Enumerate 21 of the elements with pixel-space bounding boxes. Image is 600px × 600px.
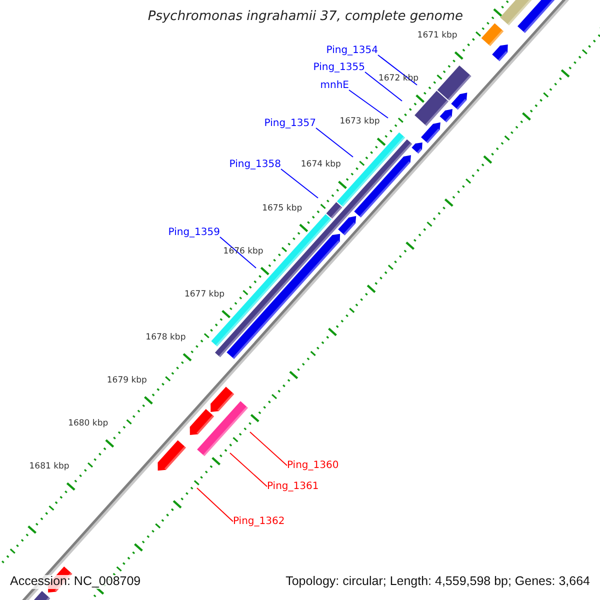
leader-line: [230, 452, 268, 487]
scale-label: 1674 kbp: [300, 160, 341, 170]
map-title: Psychromonas ingrahamii 37, complete genome: [148, 10, 463, 24]
footer-text: Accession: NC_008709: [8, 575, 143, 589]
scale-label: 1675 kbp: [262, 204, 302, 214]
leader-line: [196, 488, 234, 522]
footer-text: Topology: circular; Length: 4,559,598 bp; Genes: 3,664: [286, 575, 590, 589]
leader-line: [364, 72, 402, 102]
leader-line: [378, 54, 418, 86]
leader-line: [348, 90, 388, 118]
scale-label: 1680 kbp: [68, 419, 108, 429]
scale-label: 1673 kbp: [340, 118, 380, 128]
scale-label: 1677 kbp: [184, 290, 225, 300]
leader-line: [250, 432, 288, 466]
leader-line: [280, 168, 318, 198]
scale-label: 1671 kbp: [417, 32, 458, 41]
gene-label: mnhE: [320, 80, 349, 91]
scale-label: 1681 kbp: [29, 462, 70, 472]
scale-label: 1679 kbp: [106, 376, 147, 386]
leader-line: [316, 128, 354, 158]
scale-label: 1678 kbp: [146, 333, 186, 342]
